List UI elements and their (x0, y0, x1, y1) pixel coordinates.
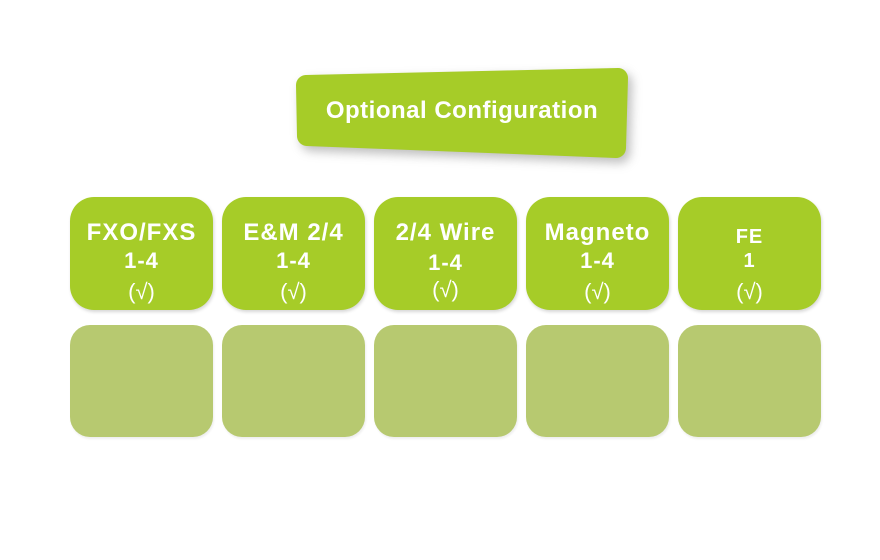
option-card-fxo-fxs: FXO/FXS 1-4 (√) (70, 197, 213, 310)
card-range: 1 (743, 250, 756, 272)
card-check-mark: (√) (736, 279, 763, 304)
card-check-mark: (√) (432, 277, 459, 302)
option-card-fe: FE 1 (√) (678, 197, 821, 310)
banner-title: Optional Configuration (325, 96, 599, 124)
card-check-mark: (√) (128, 279, 155, 304)
empty-slot (70, 325, 213, 437)
empty-slots-row (70, 325, 821, 437)
option-cards-row: FXO/FXS 1-4 (√) E&M 2/4 1-4 (√) 2/4 Wire… (70, 197, 821, 310)
card-check-mark: (√) (584, 279, 611, 304)
empty-slot (222, 325, 365, 437)
card-title: 2/4 Wire (395, 219, 496, 246)
card-title: Magneto (544, 219, 651, 246)
card-range: 1-4 (428, 250, 463, 275)
option-card-magneto: Magneto 1-4 (√) (526, 197, 669, 310)
empty-slot (678, 325, 821, 437)
card-title: FXO/FXS (86, 219, 197, 246)
empty-slot (526, 325, 669, 437)
banner-ribbon-shape (296, 68, 628, 158)
card-range: 1-4 (276, 248, 311, 273)
option-card-2-4-wire: 2/4 Wire 1-4 (√) (374, 197, 517, 310)
card-title: FE (735, 226, 764, 248)
card-range: 1-4 (580, 248, 615, 273)
card-range: 1-4 (124, 248, 159, 273)
card-check-mark: (√) (280, 279, 307, 304)
empty-slot (374, 325, 517, 437)
banner-polygon (296, 68, 628, 158)
optional-configuration-banner: Optional Configuration (279, 53, 651, 175)
option-card-em-2-4: E&M 2/4 1-4 (√) (222, 197, 365, 310)
card-title: E&M 2/4 (243, 219, 344, 246)
